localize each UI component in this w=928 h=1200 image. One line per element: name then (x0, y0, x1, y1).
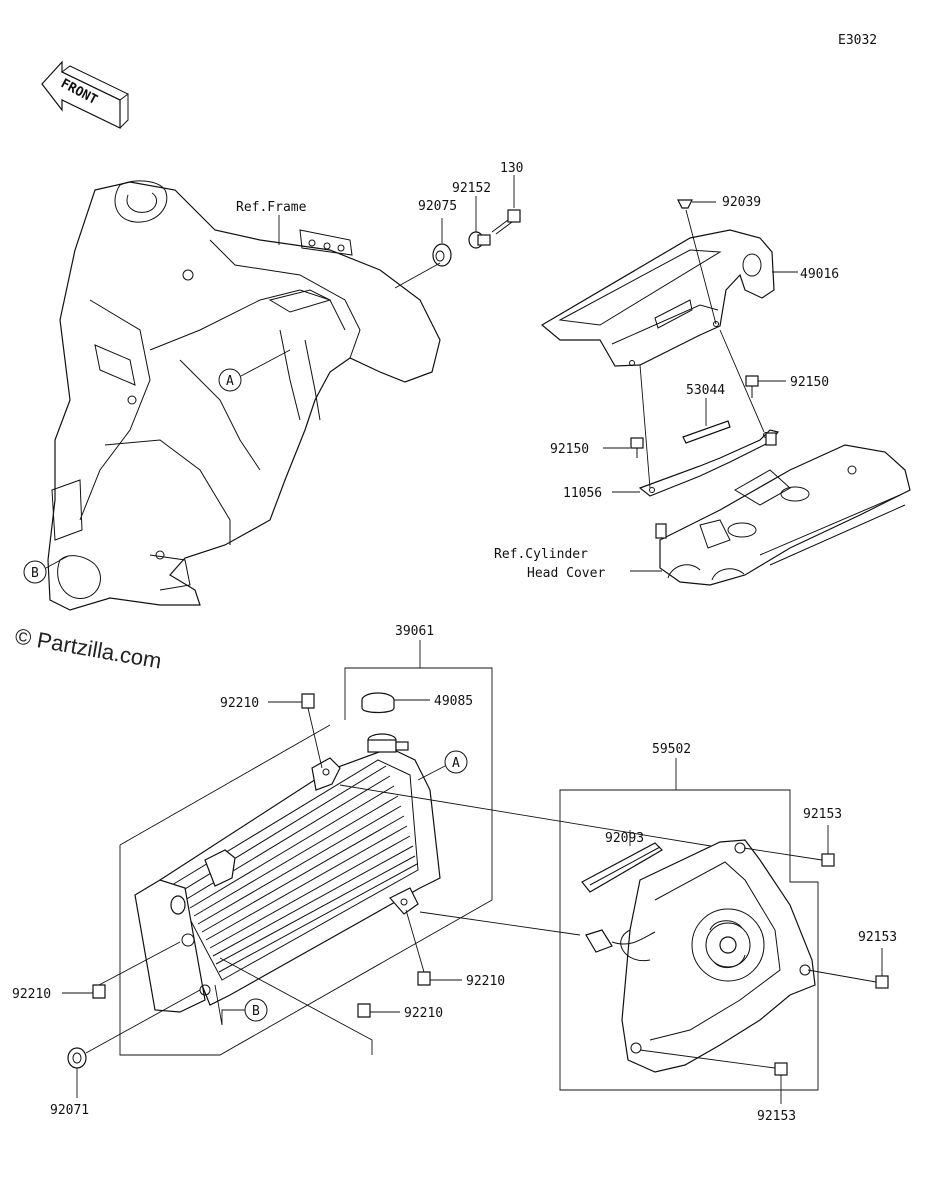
part-label-92075: 92075 (418, 199, 457, 214)
bolt-92153-bottom (774, 1062, 788, 1076)
collar-92152 (468, 231, 491, 249)
part-label-53044: 53044 (686, 383, 725, 398)
bracket-59502 (559, 789, 819, 1091)
part-label-92093: 92093 (605, 831, 644, 846)
frame-assembly (47, 180, 441, 611)
part-label-92153-top: 92153 (803, 807, 842, 822)
clip-92210-mid (417, 971, 431, 986)
part-label-92150-left: 92150 (550, 442, 589, 457)
part-label-92210-left: 92210 (12, 987, 51, 1002)
part-label-130: 130 (500, 161, 523, 176)
radiator (134, 747, 441, 1013)
part-label-92210-bottom: 92210 (404, 1006, 443, 1021)
ref-cylinder-label-2: Head Cover (527, 566, 605, 581)
part-label-92153-bottom: 92153 (757, 1109, 796, 1124)
part-label-59502: 59502 (652, 742, 691, 757)
bracket-39061 (119, 667, 493, 1056)
bolt-92150-left (630, 437, 644, 458)
front-arrow-icon: FRONT (41, 60, 129, 129)
part-label-92152: 92152 (452, 181, 491, 196)
diagram-code: E3032 (838, 33, 877, 48)
strip-92093 (581, 842, 663, 893)
ref-cylinder-label-1: Ref.Cylinder (494, 547, 588, 562)
part-label-92210-top: 92210 (220, 696, 259, 711)
grommet-92075 (432, 243, 452, 267)
ref-frame-label: Ref.Frame (236, 200, 307, 215)
part-label-92153-right: 92153 (858, 930, 897, 945)
bolt-92153-right (875, 975, 889, 989)
nut-92071 (67, 1047, 87, 1069)
part-label-92150-right: 92150 (790, 375, 829, 390)
gasket-11056 (638, 429, 780, 497)
part-label-39061: 39061 (395, 624, 434, 639)
callout-a-frame: A (226, 374, 234, 389)
part-label-49085: 49085 (434, 694, 473, 709)
clip-92210-bottom (357, 1003, 371, 1018)
filler-neck (367, 733, 409, 753)
cap-49085 (361, 692, 395, 714)
watermark: © Partzilla.com (13, 623, 163, 673)
callout-b-radiator: B (252, 1004, 260, 1019)
strip-53044 (682, 420, 731, 444)
bolt-92153-top (821, 853, 835, 867)
cylinder-head-cover (655, 432, 911, 586)
clip-92210-top (301, 693, 315, 709)
part-label-49016: 49016 (800, 267, 839, 282)
clip-92210-left (92, 984, 106, 999)
fan-shroud (585, 839, 816, 1073)
part-label-92210-mid: 92210 (466, 974, 505, 989)
part-label-92071: 92071 (50, 1103, 89, 1118)
part-label-92039: 92039 (722, 195, 761, 210)
bolt-92039 (677, 199, 693, 209)
bolt-130 (491, 209, 521, 235)
part-label-11056: 11056 (563, 486, 602, 501)
callout-a-radiator: A (452, 756, 460, 771)
callout-b-frame: B (31, 566, 39, 581)
cover-49016 (540, 229, 775, 367)
